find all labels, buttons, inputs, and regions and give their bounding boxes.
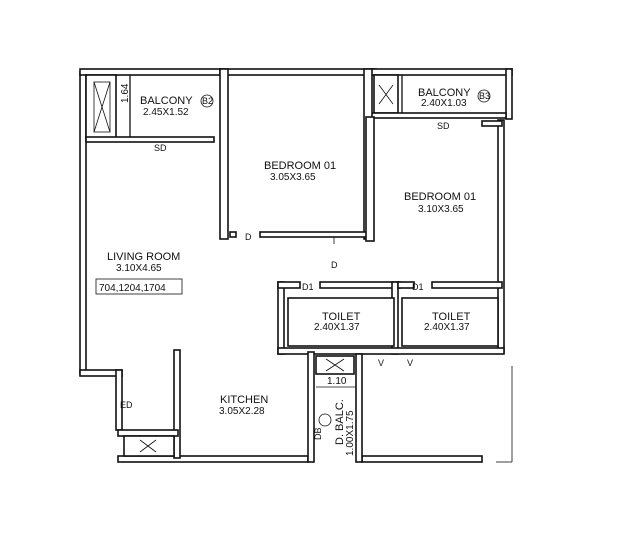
balcony-left (85, 74, 215, 143)
d1-right-mark: D1 (412, 282, 424, 292)
bedroom2-dim: 3.10X3.65 (418, 204, 464, 215)
sd-right-mark: SD (437, 121, 450, 131)
outer-walls (79, 68, 513, 463)
dry-balc-name: D. BALC. (334, 399, 346, 445)
unit-number-box (95, 278, 183, 295)
d-bedroom1-mark: D (245, 232, 252, 242)
balcony-left-badge: B2 (202, 96, 213, 106)
balcony-right-dim: 2.40X1.03 (421, 98, 467, 109)
toilets-walls (277, 281, 505, 355)
kitchen-walls (117, 349, 513, 463)
unit-numbers: 704,1204,1704 (99, 283, 166, 294)
dry-balc-badge-circle (318, 413, 332, 427)
kitchen-name: KITCHEN (220, 394, 268, 406)
bedroom1-dim: 3.05X3.65 (270, 172, 316, 183)
living-dim: 3.10X4.65 (116, 263, 162, 274)
bedroom1-walls (219, 68, 373, 244)
toilet2-name: TOILET (432, 311, 471, 323)
toilet2-dim: 2.40X1.37 (424, 322, 470, 333)
living-name: LIVING ROOM (107, 251, 180, 263)
bedroom1-name: BEDROOM 01 (264, 160, 336, 172)
v-left-mark: V (378, 358, 384, 368)
balcony-right (369, 74, 507, 119)
bedroom2-name: BEDROOM 01 (404, 191, 476, 203)
balcony-left-name: BALCONY (140, 95, 193, 107)
balcony-width-mark: 1.64 (120, 83, 131, 103)
balcony-right-badge: B3 (479, 91, 490, 101)
bedroom2-walls (365, 116, 503, 242)
dry-balc-width-mark: 1.10 (327, 376, 347, 387)
toilet1-dim: 2.40X1.37 (314, 322, 360, 333)
kitchen-dim: 3.05X2.28 (219, 406, 265, 417)
ed-mark: ED (120, 400, 133, 410)
d1-left-mark: D1 (302, 282, 314, 292)
dry-balc-dim: 1.00X1.75 (345, 410, 356, 456)
v-right-mark: V (407, 358, 413, 368)
balcony-right-badge-circle (477, 89, 491, 103)
d-center-mark: D (331, 260, 338, 270)
balcony-left-badge-circle (200, 94, 214, 108)
sd-left-mark: SD (154, 143, 167, 153)
dry-balc-badge: DB (313, 427, 323, 440)
toilet1-name: TOILET (322, 311, 361, 323)
balcony-right-name: BALCONY (418, 87, 471, 99)
balcony-left-dim: 2.45X1.52 (143, 107, 189, 118)
